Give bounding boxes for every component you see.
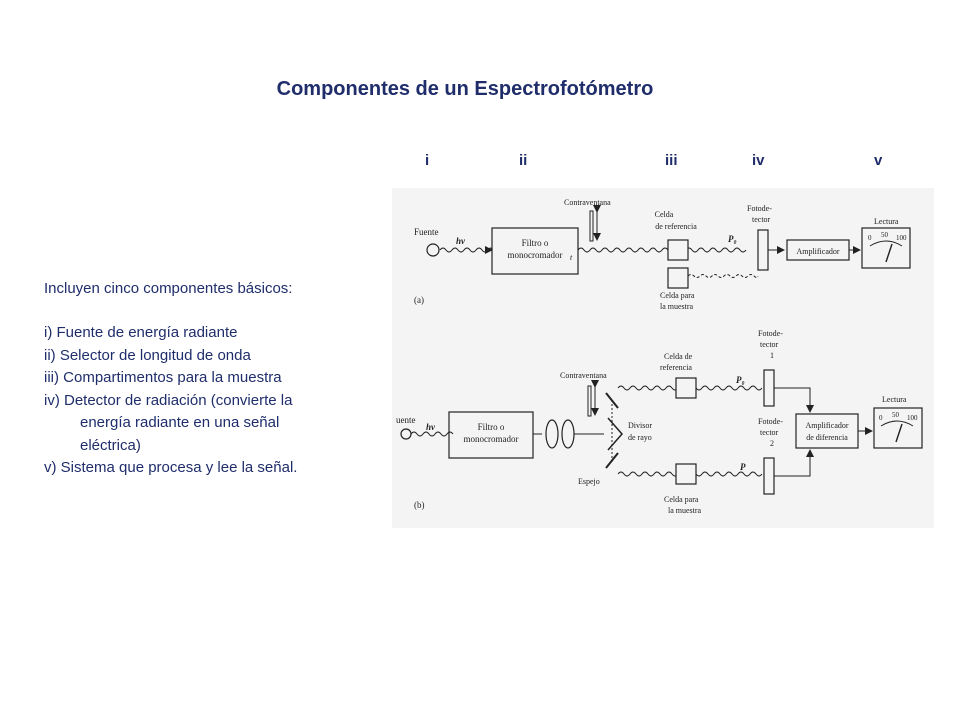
a-meter-needle (885, 243, 893, 263)
b-photodetector-2 (763, 457, 775, 495)
b-fotodetector1-label-2: tector (760, 340, 779, 349)
a-celda-ref-label-2: de referencia (655, 222, 697, 231)
b-shutter (587, 385, 592, 417)
b-contraventana-label: Contraventana (560, 371, 607, 380)
b-lectura-label: Lectura (882, 395, 907, 404)
intro-text: Incluyen cinco componentes básicos: (44, 280, 293, 297)
a-beam-1 (439, 247, 493, 253)
a-t-label: t (570, 253, 573, 262)
diagram-b: uente hν Filtro o monocromador Contraven… (396, 329, 923, 515)
b-source-lamp (400, 428, 412, 440)
b-photodetector-1 (763, 369, 775, 407)
a-sample-cell (667, 267, 689, 289)
component-label-i: i (425, 152, 430, 169)
a-filtro-label-1: Filtro o (522, 238, 549, 248)
diagram-svg: Fuente hν Filtro o monocromador t Contra… (396, 198, 923, 515)
b-amplificador-label-1: Amplificador (805, 421, 848, 430)
b-fotodetector2-label-1: Fotode- (758, 417, 783, 426)
a-scale-100: 100 (896, 234, 907, 242)
b-wire-2 (774, 449, 814, 477)
a-scale-50: 50 (881, 231, 889, 239)
a-contraventana-label: Contraventana (564, 198, 611, 207)
a-fotodetector-label-2: tector (752, 215, 771, 224)
b-celda-muestra-label-2: la muestra (668, 506, 702, 515)
b-filtro-label-1: Filtro o (478, 422, 505, 432)
a-celda-ref-label-1: Celda (655, 210, 674, 219)
a-filtro-label-2: monocromador (508, 250, 563, 260)
a-lectura-label: Lectura (874, 217, 899, 226)
a-celda-muestra-label-1: Celda para (660, 291, 695, 300)
b-sample-cell (675, 463, 697, 485)
component-label-iv: iv (752, 152, 765, 169)
list-item-iv-cont-2: eléctrica) (80, 436, 141, 454)
b-tag: (b) (414, 500, 425, 510)
a-amplificador-label: Amplificador (796, 247, 839, 256)
b-fotodetector2-label-2: tector (760, 428, 779, 437)
a-tag: (a) (414, 295, 424, 305)
a-readout-meter (861, 227, 911, 269)
list-item-iii: iii) Compartimentos para la muestra (44, 369, 282, 386)
b-fuente-label: uente (396, 415, 416, 425)
component-label-iii: iii (665, 152, 678, 169)
b-scale-50: 50 (892, 411, 900, 419)
spectrophotometer-diagram: Fuente hν Filtro o monocromador t Contra… (392, 188, 934, 528)
b-divisor-label-1: Divisor (628, 421, 652, 430)
b-p0-label: P₀ (736, 375, 745, 385)
a-scale-0: 0 (868, 234, 872, 242)
component-label-v: v (874, 152, 883, 169)
b-scale-0: 0 (879, 414, 883, 422)
diagram-a: Fuente hν Filtro o monocromador t Contra… (414, 198, 911, 311)
b-beam-splitter (607, 417, 623, 451)
b-fotodetector2-label-3: 2 (770, 439, 774, 448)
b-divisor-label-2: de rayo (628, 433, 652, 442)
a-hv-label: hν (456, 236, 466, 246)
b-celda-ref-label-2: referencia (660, 363, 692, 372)
b-hv-label: hν (426, 422, 436, 432)
b-amplificador-label-2: de diferencia (806, 433, 848, 442)
list-item-i: i) Fuente de energía radiante (44, 324, 238, 341)
b-celda-ref-label-1: Celda de (664, 352, 693, 361)
component-label-ii: ii (519, 152, 528, 169)
a-fotodetector-label-1: Fotode- (747, 204, 772, 213)
slide-title: Componentes de un Espectrofotómetro (276, 78, 654, 100)
a-celda-muestra-label-2: la muestra (660, 302, 694, 311)
b-p-label: P (740, 462, 746, 472)
b-wire-1 (774, 387, 814, 413)
a-monochromator-box (491, 227, 579, 275)
a-fuente-label: Fuente (414, 227, 439, 237)
b-reference-cell (675, 377, 697, 399)
a-p0-label: P₀ (728, 234, 737, 244)
b-scale-100: 100 (907, 414, 918, 422)
b-meter-needle (895, 423, 903, 443)
list-item-ii: ii) Selector de longitud de onda (44, 346, 251, 364)
b-beam-1 (410, 431, 454, 437)
list-item-v: v) Sistema que procesa y lee la señal. (44, 459, 298, 476)
b-fotodetector1-label-1: Fotode- (758, 329, 783, 338)
a-beam-2 (577, 247, 747, 253)
a-reference-cell (667, 239, 689, 261)
b-filtro-label-2: monocromador (464, 434, 519, 444)
a-source-lamp (426, 243, 440, 257)
list-item-iv-cont-1: energía radiante en una señal (80, 414, 280, 431)
b-lens-2 (561, 419, 575, 449)
b-celda-muestra-label-1: Celda para (664, 495, 699, 504)
a-photodetector (757, 229, 769, 271)
list-item-iv: iv) Detector de radiación (convierte la (44, 391, 293, 409)
b-readout-meter (873, 407, 923, 449)
b-monochromator-box (448, 411, 534, 459)
b-espejo-label: Espejo (578, 477, 600, 486)
a-beam-sample (687, 274, 759, 278)
b-differential-amplifier-box (795, 413, 859, 449)
b-fotodetector1-label-3: 1 (770, 351, 774, 360)
a-shutter (589, 210, 594, 242)
b-lens-1 (545, 419, 559, 449)
component-list: i) Fuente de energía radiante ii) Select… (44, 322, 297, 480)
